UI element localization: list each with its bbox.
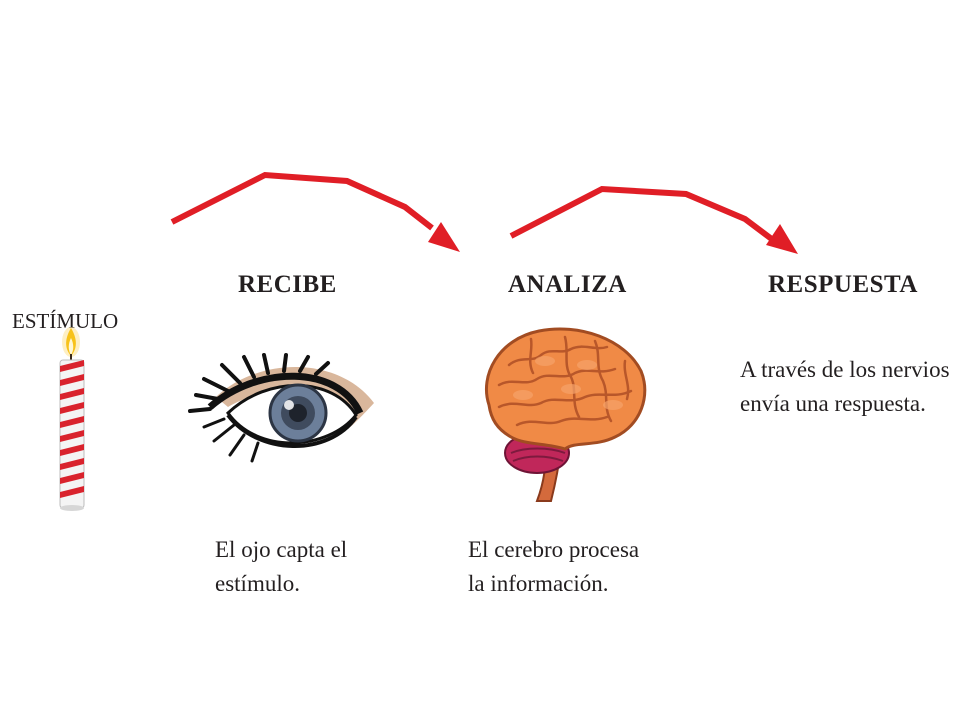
eye-icon — [188, 353, 374, 463]
caption-line: estímulo. — [215, 571, 300, 596]
caption-line: A través de los nervios — [740, 357, 950, 382]
brain-icon — [484, 327, 647, 502]
caption-line: El cerebro procesa — [468, 537, 640, 562]
step-caption-analiza: El cerebro procesa la información. — [468, 533, 639, 601]
caption-line: envía una respuesta. — [740, 391, 926, 416]
stimulus-label: ESTÍMULO — [12, 309, 119, 333]
step-heading-respuesta: RESPUESTA — [768, 271, 918, 298]
caption-line: la información. — [468, 571, 609, 596]
step-caption-respuesta: A través de los nervios envía una respue… — [740, 353, 950, 421]
step-caption-recibe: El ojo capta el estímulo. — [215, 533, 347, 601]
candle-icon — [59, 327, 85, 511]
caption-line: El ojo capta el — [215, 537, 348, 562]
step-heading-recibe: RECIBE — [238, 271, 337, 298]
arrowhead-icon — [766, 224, 798, 254]
arrowhead-icon — [428, 222, 460, 252]
step-heading-analiza: ANALIZA — [508, 271, 627, 298]
